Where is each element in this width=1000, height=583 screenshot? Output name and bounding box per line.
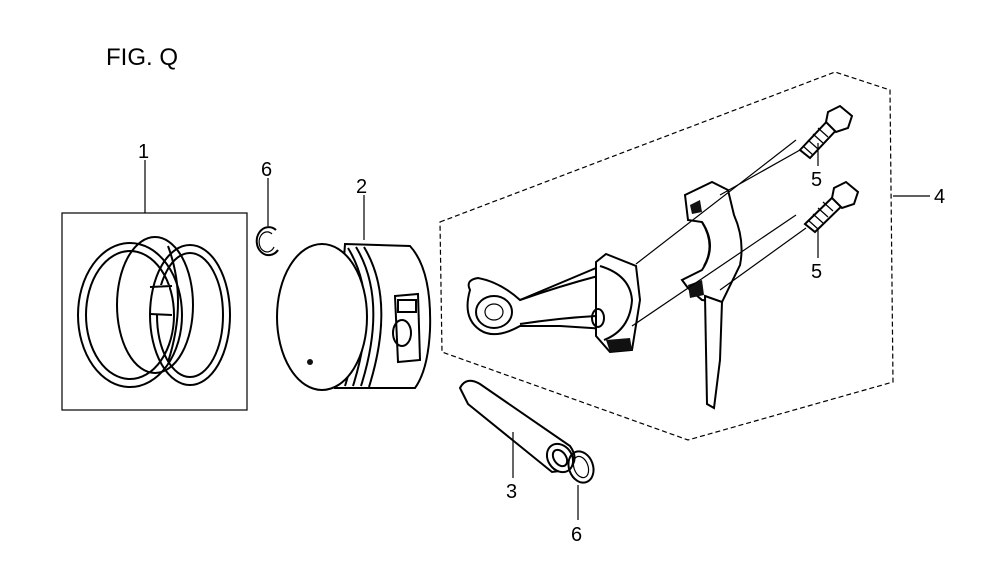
piston <box>276 195 432 391</box>
con-rod-assembly-box <box>439 71 894 441</box>
callout-5-upper: 5 <box>811 169 822 191</box>
connecting-rod <box>466 139 807 410</box>
callout-6-lower: 6 <box>571 524 582 546</box>
callout-2: 2 <box>356 176 367 198</box>
piston-ring-set <box>61 160 248 411</box>
piston-pin-clip-upper <box>255 178 279 257</box>
rod-bolt-upper <box>798 104 854 166</box>
figure-title: FIG. Q <box>106 44 178 71</box>
callout-4: 4 <box>934 186 945 208</box>
callout-1: 1 <box>138 141 149 163</box>
callout-6-upper: 6 <box>261 159 272 181</box>
ring-set-box <box>61 212 248 411</box>
piston-pin <box>458 379 576 478</box>
callout-3: 3 <box>506 481 517 503</box>
rod-bolt-lower <box>803 180 860 258</box>
piston-pin-clip-lower <box>567 450 595 520</box>
callout-5-lower: 5 <box>811 261 822 283</box>
